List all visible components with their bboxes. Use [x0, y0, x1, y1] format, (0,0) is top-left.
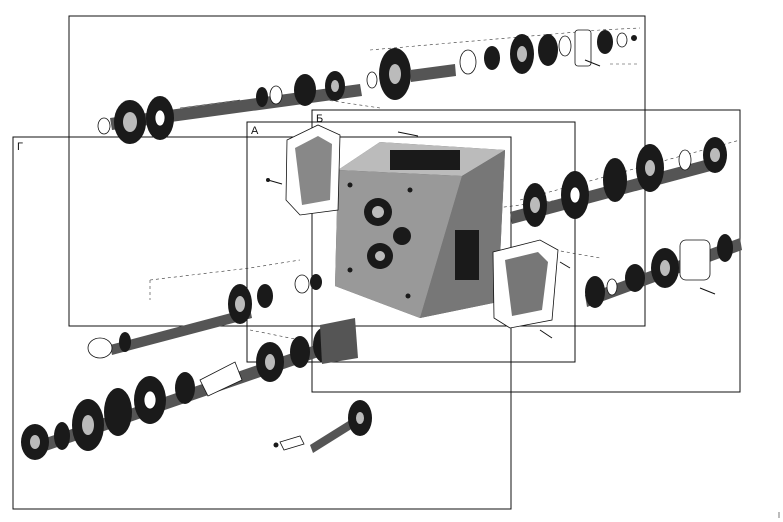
- fasteners: [266, 59, 716, 339]
- right-lower-shaft: [585, 234, 742, 308]
- label-group-b: Б: [316, 113, 323, 125]
- gearbox-housing: [335, 142, 505, 318]
- frame-right-group: [311, 109, 741, 393]
- label-group-a: А: [251, 125, 259, 137]
- group-a-shaft: [87, 274, 322, 359]
- right-upper-shaft: [510, 137, 727, 227]
- reverse-idler-gear: [273, 400, 372, 453]
- front-gasket: [285, 124, 341, 216]
- side-cover: [492, 239, 559, 329]
- label-group-g: Г: [17, 141, 23, 153]
- top-shaft-assembly: [97, 29, 637, 144]
- frame-group-a: [246, 121, 576, 363]
- group-g-lower-shaft: [21, 318, 358, 460]
